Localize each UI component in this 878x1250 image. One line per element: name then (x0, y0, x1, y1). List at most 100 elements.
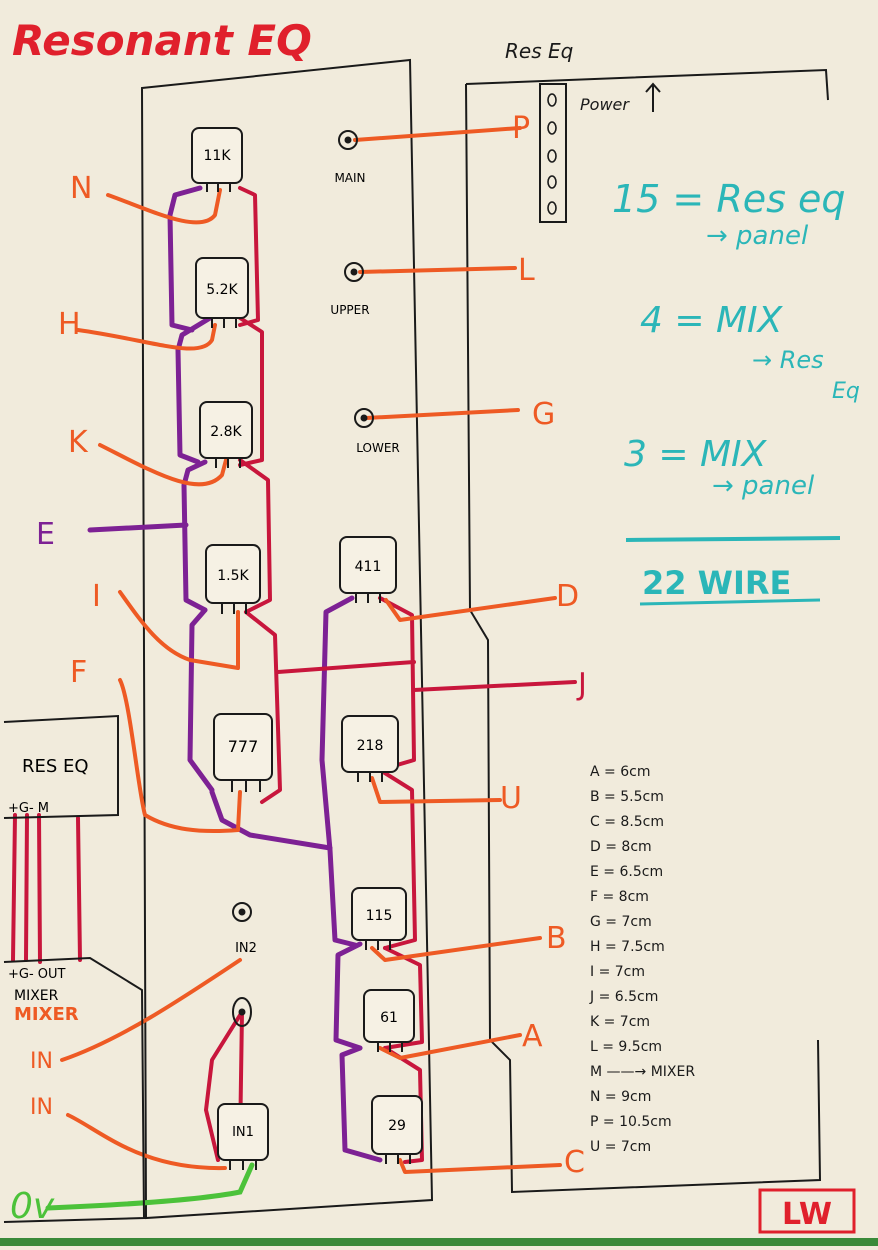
length-item: K = 7cm (590, 1014, 650, 1030)
pot-115 (351, 887, 407, 950)
note-line: 15 = Res eq (612, 177, 846, 221)
header-pin-2 (547, 121, 557, 135)
length-item: U = 7cm (590, 1139, 651, 1155)
wire-letter-f: F (70, 655, 87, 690)
length-item: M ——→ MIXER (590, 1064, 695, 1080)
wire-letter-p: P (512, 111, 530, 146)
pot-label: 777 (228, 737, 259, 756)
notes-divider (625, 536, 841, 542)
pot-label: 218 (357, 738, 384, 754)
wire-letter-a: A (522, 1019, 543, 1054)
jack-label: MAIN (334, 171, 365, 185)
pot-11k (191, 127, 243, 192)
res-eq-box-label: RES EQ (22, 756, 89, 777)
jack-label: IN2 (235, 941, 257, 956)
note-line: → panel (712, 471, 815, 501)
pot-in1 (217, 1103, 269, 1170)
pot-2-8k (199, 401, 253, 468)
notes: 15 = Res eq → panel 4 = MIX → Res Eq 3 =… (612, 177, 860, 606)
header-pin-5 (547, 201, 557, 215)
potentiometers (191, 127, 423, 1170)
pot-label: 411 (355, 559, 382, 575)
res-eq-box (3, 714, 119, 819)
front-panel-outline (140, 58, 434, 1220)
pot-label: 11K (204, 148, 232, 164)
length-item: F = 8cm (590, 889, 649, 905)
wire-letter-c: C (564, 1145, 585, 1180)
title: Resonant EQ (12, 16, 312, 65)
pot-777 (213, 713, 273, 792)
note-line: → Res (752, 346, 824, 374)
wire-letters: N H K E I F P L G D J U B A C (36, 111, 587, 1180)
length-item: G = 7cm (590, 914, 652, 930)
wire-letter-k: K (68, 425, 89, 460)
pot-label: 29 (388, 1118, 406, 1134)
signal-wires-orange (60, 126, 562, 1174)
length-item: N = 9cm (590, 1089, 651, 1105)
zero-volt-wire (45, 1162, 255, 1211)
wire-gauge-underline (639, 598, 821, 606)
jack-in2 (232, 902, 252, 922)
mixer-label-bold: MIXER (14, 1004, 79, 1025)
jack-label: UPPER (330, 303, 369, 317)
pot-61 (363, 989, 415, 1052)
panel-label: Res Eq (505, 39, 573, 63)
length-item: J = 6.5cm (589, 989, 658, 1005)
wire-letter-g: G (532, 397, 555, 432)
note-line: 3 = MIX (624, 434, 768, 475)
jack-in1 (232, 997, 252, 1027)
mixer-label: MIXER (14, 988, 59, 1004)
note-line: 4 = MIX (640, 300, 784, 341)
wire-letter-i: I (92, 579, 101, 614)
note-line: → panel (706, 221, 809, 251)
jack-lower (354, 408, 374, 428)
pot-label: 5.2K (206, 282, 238, 298)
wire-letter-b: B (546, 921, 567, 956)
wire-letter-u: U (500, 781, 522, 816)
header-pin-4 (547, 175, 557, 189)
signal-wires-crimson (11, 186, 577, 1164)
length-item: H = 7.5cm (590, 939, 665, 955)
pot-218 (341, 715, 399, 782)
ground-wires (87, 185, 383, 1163)
jacks (232, 130, 374, 1027)
pot-411 (339, 536, 397, 603)
pot-label: 1.5K (217, 568, 249, 584)
mixer-box (3, 956, 146, 1223)
wire-letter-n: N (70, 171, 92, 206)
length-item: L = 9.5cm (590, 1039, 662, 1055)
page-bottom-edge (0, 1238, 878, 1246)
zero-volt-label: 0v (10, 1186, 55, 1227)
length-item: E = 6.5cm (590, 864, 663, 880)
board-top-edge (465, 68, 829, 101)
mixer-in-1: IN (30, 1049, 53, 1074)
power-header (539, 83, 567, 223)
jack-upper (344, 262, 364, 282)
signature: LW (782, 1197, 832, 1232)
mixer-in-2: IN (30, 1095, 53, 1120)
jack-label: LOWER (356, 441, 400, 455)
pot-label: 2.8K (210, 424, 242, 440)
wire-letter-d: D (556, 579, 579, 614)
power-arrow-icon (645, 82, 661, 112)
pot-29 (371, 1095, 423, 1164)
power-label: Power (580, 95, 630, 114)
pot-1-5k (205, 544, 261, 614)
header-pin-3 (547, 149, 557, 163)
pot-label: IN1 (232, 1125, 254, 1140)
pot-label: 115 (366, 908, 393, 924)
mixer-pins: +G- OUT (8, 967, 66, 982)
wire-letter-e: E (36, 517, 55, 552)
jack-main (338, 130, 358, 150)
length-item: A = 6cm (590, 764, 650, 780)
wire-letter-j: J (576, 667, 587, 702)
length-item: I = 7cm (590, 964, 645, 980)
length-item: C = 8.5cm (590, 814, 664, 830)
length-item: P = 10.5cm (590, 1114, 672, 1130)
pot-label: 61 (380, 1010, 398, 1026)
wire-gauge-note: 22 WIRE (642, 564, 791, 602)
header-pin-1 (547, 93, 557, 107)
signature-box (758, 1188, 856, 1234)
